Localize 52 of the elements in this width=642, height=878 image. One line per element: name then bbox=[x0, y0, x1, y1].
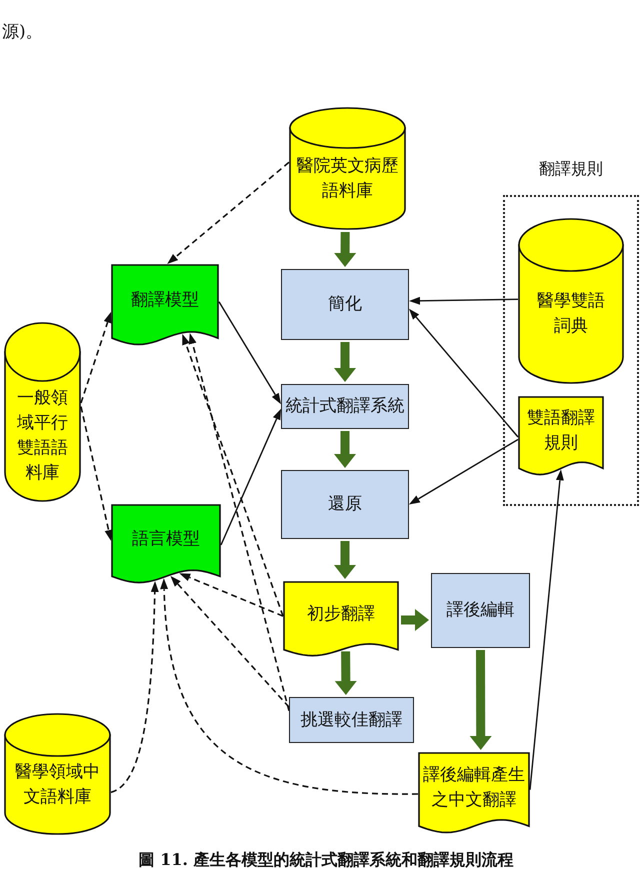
group-heading: 翻譯規則 bbox=[539, 158, 603, 180]
database-cylinder bbox=[518, 218, 624, 384]
arrow bbox=[218, 301, 281, 404]
block-arrow bbox=[334, 232, 356, 267]
arrow bbox=[409, 296, 518, 305]
dashed-arrow bbox=[110, 581, 159, 794]
block-arrow bbox=[334, 541, 356, 579]
block-arrow bbox=[334, 651, 357, 695]
database-cylinder bbox=[4, 713, 111, 835]
document-shape bbox=[418, 752, 530, 836]
database-cylinder bbox=[4, 322, 81, 502]
process-box bbox=[289, 697, 414, 743]
arrow bbox=[408, 438, 518, 505]
node-label: 簡化 bbox=[328, 293, 362, 316]
arrow bbox=[220, 408, 282, 546]
document-shape bbox=[111, 504, 221, 586]
process-box bbox=[281, 470, 409, 539]
node-label: 譯後編輯產生之中文翻譯 bbox=[422, 764, 526, 812]
document-shape bbox=[283, 581, 399, 659]
node-label: 語言模型 bbox=[132, 528, 200, 551]
node-label: 統計式翻譯系統 bbox=[286, 395, 404, 418]
dashed-arrow bbox=[188, 332, 290, 711]
node-label: 還原 bbox=[328, 493, 362, 516]
process-box bbox=[281, 384, 409, 429]
node-label: 譯後編輯 bbox=[446, 599, 514, 622]
dashed-arrow bbox=[167, 162, 290, 264]
document-shape bbox=[111, 264, 219, 348]
node-label: 初步翻譯 bbox=[307, 603, 375, 626]
node-label: 雙語翻譯規則 bbox=[526, 407, 596, 456]
arrow bbox=[408, 308, 519, 438]
figure-caption: 圖 11. 產生各模型的統計式翻譯系統和翻譯規則流程 bbox=[138, 849, 514, 871]
block-arrow bbox=[470, 650, 492, 750]
document-shape bbox=[518, 396, 604, 478]
text-fragment: 源)。 bbox=[2, 21, 43, 44]
node-label: 挑選較佳翻譯 bbox=[300, 708, 402, 732]
dashed-arrow bbox=[160, 578, 418, 795]
node-label: 翻譯模型 bbox=[131, 288, 199, 312]
node-label: 醫院英文病歷語料庫 bbox=[296, 154, 400, 202]
process-box bbox=[281, 269, 409, 340]
block-arrow bbox=[334, 431, 356, 468]
dashed-arrow bbox=[170, 576, 290, 708]
block-arrow bbox=[334, 342, 356, 382]
database-cylinder bbox=[289, 107, 406, 230]
dashed-arrow bbox=[80, 406, 112, 541]
process-box bbox=[431, 573, 530, 648]
dashed-arrow bbox=[179, 573, 284, 617]
node-label: 醫學雙語詞典 bbox=[536, 290, 606, 338]
block-arrow bbox=[401, 609, 429, 631]
node-label: 醫學領域中文語料庫 bbox=[14, 760, 101, 808]
dashed-arrow bbox=[182, 334, 284, 616]
node-label: 一般領域平行雙語語料庫 bbox=[16, 387, 69, 485]
dashed-arrow bbox=[80, 312, 112, 404]
